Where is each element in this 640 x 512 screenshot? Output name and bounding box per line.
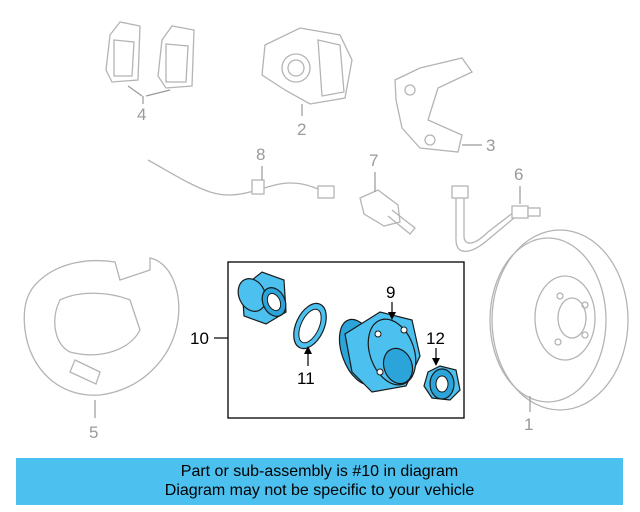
wheel-hub-part[interactable]	[331, 302, 424, 393]
info-banner: Part or sub-assembly is #10 in diagram D…	[16, 458, 623, 505]
axle-nut-part[interactable]	[423, 348, 461, 401]
callout-5: 5	[89, 423, 98, 442]
callout-4: 4	[137, 105, 146, 124]
callout-9: 9	[386, 283, 395, 302]
callout-12: 12	[426, 329, 445, 348]
brake-hose-part	[451, 185, 541, 253]
caliper-bracket-part	[394, 57, 482, 153]
sensor-part	[359, 172, 416, 235]
caliper-part	[261, 27, 353, 116]
wear-sensor-wire-part	[147, 159, 335, 199]
seal-ring-part[interactable]	[287, 298, 333, 366]
wheel-bearing-part[interactable]	[233, 271, 290, 325]
callout-2: 2	[297, 120, 306, 139]
callout-8: 8	[256, 145, 265, 164]
dust-shield-part	[23, 257, 180, 418]
callout-10: 10	[190, 329, 209, 348]
banner-line-1: Part or sub-assembly is #10 in diagram	[180, 463, 459, 480]
brake-pads-part	[105, 21, 195, 104]
hub-assembly-box[interactable]	[214, 261, 465, 419]
parts-diagram: 4 2 3 8 7 6	[23, 21, 629, 442]
callout-6: 6	[514, 165, 523, 184]
callout-1: 1	[524, 415, 533, 434]
callout-7: 7	[369, 151, 378, 170]
callout-3: 3	[486, 136, 495, 155]
banner-line-2: Diagram may not be specific to your vehi…	[164, 482, 475, 499]
callout-11: 11	[297, 369, 315, 388]
brake-rotor-part	[489, 229, 629, 412]
